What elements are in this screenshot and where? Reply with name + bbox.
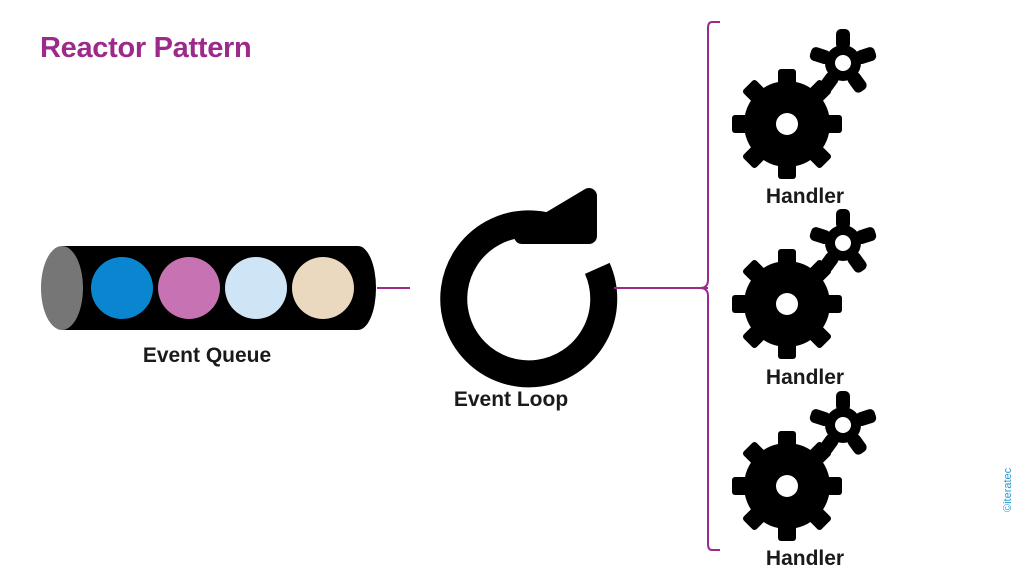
queue-event-item — [91, 257, 153, 319]
page-title: Reactor Pattern — [40, 32, 252, 64]
event-loop-label: Event Loop — [453, 388, 569, 411]
queue-event-item — [158, 257, 220, 319]
handler-label: Handler — [765, 366, 845, 389]
loop-arrow-icon — [440, 188, 618, 388]
event-queue — [41, 246, 376, 330]
queue-event-item — [225, 257, 287, 319]
handler-label: Handler — [765, 547, 845, 570]
handler-label: Handler — [765, 185, 845, 208]
copyright-text: ©iteratec — [1002, 467, 1014, 512]
queue-event-item — [292, 257, 354, 319]
handlers-brace — [699, 21, 720, 551]
event-queue-label: Event Queue — [142, 344, 272, 367]
queue-tube-cap — [41, 246, 83, 330]
